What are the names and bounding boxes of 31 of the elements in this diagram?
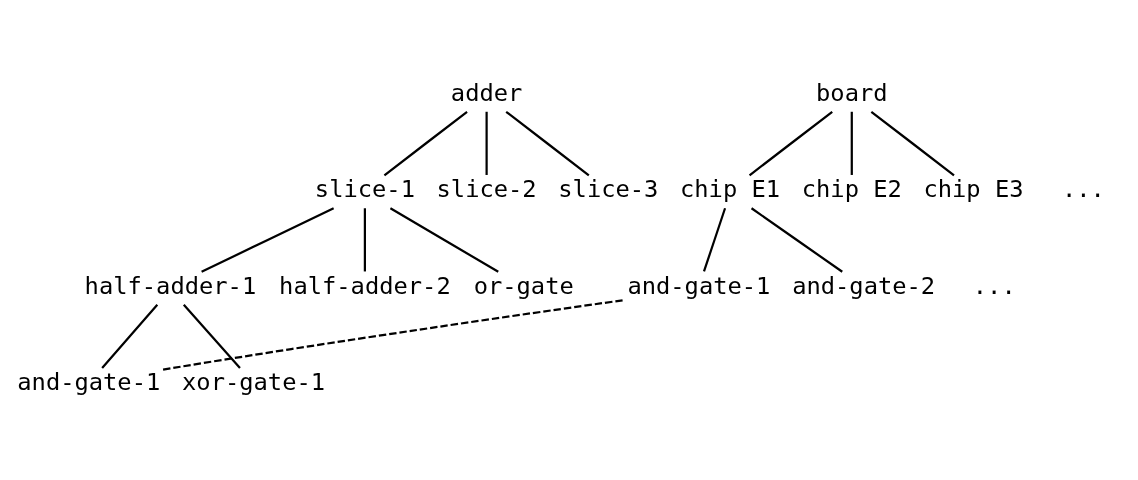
- label: ...: [972, 271, 1016, 300]
- connector: [505, 110, 590, 177]
- node-text: chip E3: [923, 175, 1024, 204]
- connector: [383, 110, 468, 177]
- node-text: chip E1: [680, 175, 781, 204]
- node-text: and-gate-1: [627, 271, 771, 300]
- node-text: half-adder-1: [84, 271, 257, 300]
- node-text: and-gate-1: [17, 368, 161, 397]
- node-text: xor-gate-1: [182, 368, 326, 397]
- node-text: chip E2: [801, 175, 902, 204]
- connector: [101, 304, 159, 369]
- node-text: board: [816, 78, 888, 107]
- connector: [162, 298, 625, 371]
- node-text: and-gate-2: [792, 271, 936, 300]
- connector: [182, 304, 241, 369]
- connector: [702, 207, 727, 272]
- node-text: slice-1: [314, 175, 415, 204]
- node-text: adder: [450, 78, 523, 107]
- connector: [850, 111, 853, 175]
- node-text: slice-3: [558, 175, 659, 204]
- connector: [201, 207, 335, 273]
- node-text: half-adder-2: [279, 271, 451, 300]
- connector: [748, 110, 833, 177]
- connector: [750, 207, 843, 273]
- node-text: slice-2: [436, 175, 537, 204]
- connector: [485, 111, 488, 175]
- label: ...: [1061, 175, 1105, 204]
- node-text: or-gate: [473, 271, 574, 300]
- connector: [389, 207, 499, 273]
- connector: [870, 110, 955, 177]
- connector: [363, 208, 366, 272]
